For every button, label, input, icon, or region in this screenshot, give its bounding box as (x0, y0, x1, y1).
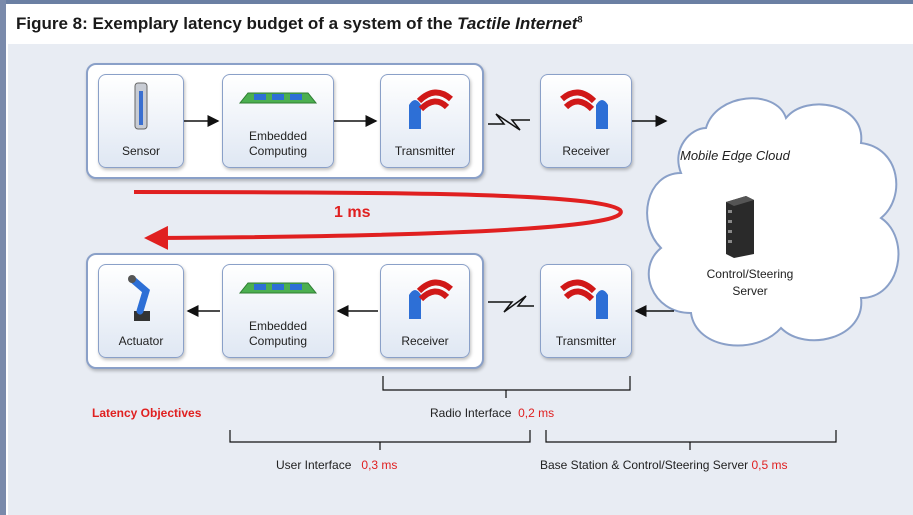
sensor-box: Sensor (98, 74, 184, 168)
cloud-icon (646, 97, 900, 347)
server-icon (726, 196, 754, 258)
chip-icon (238, 282, 318, 294)
server-label-line1: Control/Steering (706, 267, 794, 281)
embedded-computing-top-line1: Embedded (248, 129, 308, 143)
latency-loop-arrow (133, 190, 623, 250)
antenna-icon (409, 89, 453, 129)
actuator-box: Actuator (98, 264, 184, 358)
base-station-bracket (545, 430, 837, 443)
receiver-label-top: Receiver (562, 144, 610, 158)
antenna-icon (560, 279, 608, 319)
figure-title: Figure 8: Exemplary latency budget of a … (16, 14, 582, 34)
robot-arm-icon (128, 275, 151, 321)
radio-interface-bracket (382, 376, 631, 391)
base-station-label: Base Station & Control/Steering Server 0… (540, 458, 787, 472)
sensor-icon (134, 82, 148, 130)
user-interface-bracket (229, 430, 531, 443)
base-station-text: Base Station & Control/Steering Server (540, 458, 749, 472)
chip-icon (238, 92, 318, 104)
cloud-title: Mobile Edge Cloud (680, 148, 790, 163)
sensor-label: Sensor (121, 144, 161, 158)
radio-interface-label: Radio Interface 0,2 ms (430, 406, 554, 420)
radio-link-bottom (488, 295, 534, 313)
user-interface-text: User Interface (276, 458, 352, 472)
antenna-icon (560, 89, 608, 129)
transmitter-label-top: Transmitter (394, 144, 456, 158)
user-interface-label: User Interface 0,3 ms (276, 458, 397, 472)
figure-title-text: Figure 8: Exemplary latency budget of a … (16, 14, 458, 33)
radio-interface-value: 0,2 ms (518, 406, 555, 420)
embedded-computing-bottom-line1: Embedded (248, 319, 308, 333)
embedded-computing-top-line2: Computing (248, 144, 308, 158)
left-border (0, 0, 6, 515)
radio-link-top (488, 113, 530, 131)
radio-interface-text: Radio Interface (430, 406, 512, 420)
top-border (0, 0, 913, 4)
latency-objectives-label: Latency Objectives (92, 406, 202, 420)
receiver-box-bottom: Receiver (380, 264, 470, 358)
transmitter-box-top: Transmitter (380, 74, 470, 168)
antenna-icon (409, 279, 453, 319)
figure-title-footnote: 8 (577, 14, 583, 25)
receiver-box-top: Receiver (540, 74, 632, 168)
base-station-value: 0,5 ms (751, 458, 788, 472)
user-interface-value: 0,3 ms (361, 458, 398, 472)
server-label-line2: Server (732, 284, 768, 298)
transmitter-label-bottom: Transmitter (555, 334, 617, 348)
transmitter-box-bottom: Transmitter (540, 264, 632, 358)
actuator-label: Actuator (118, 334, 164, 348)
receiver-label-bottom: Receiver (401, 334, 449, 348)
loop-latency-label: 1 ms (334, 204, 371, 221)
figure-title-italic: Tactile Internet (457, 14, 578, 33)
embedded-computing-bottom-line2: Computing (248, 334, 308, 348)
